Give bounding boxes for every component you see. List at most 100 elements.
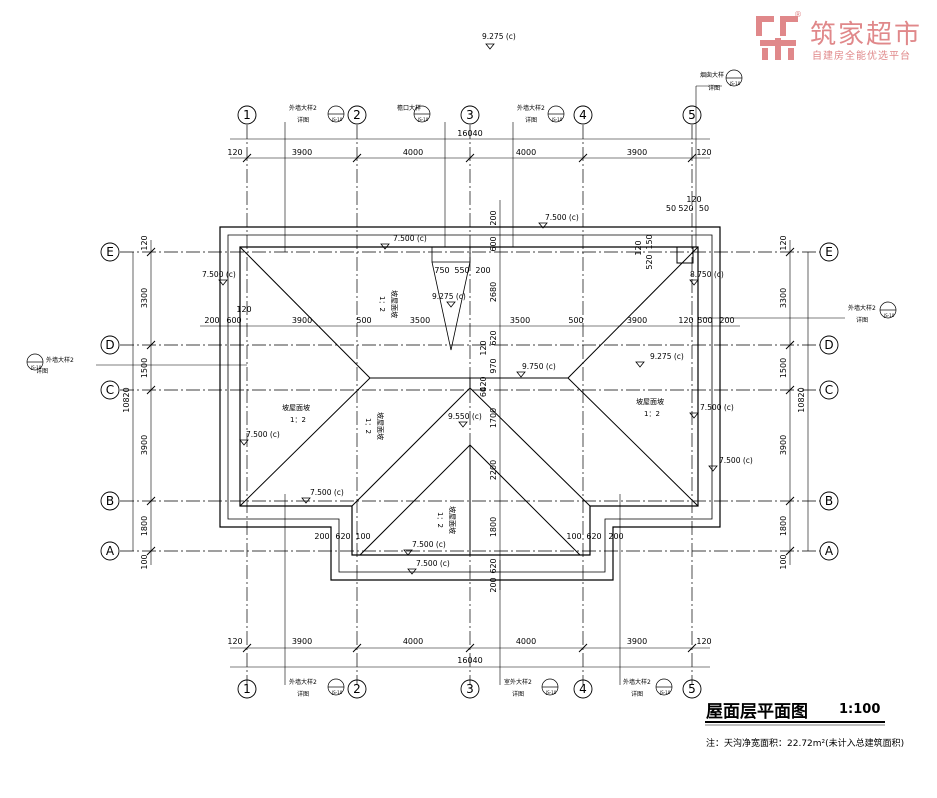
dim-misc-19: 200 bbox=[608, 532, 623, 541]
dim-left-total: 10820 bbox=[122, 387, 131, 412]
dim-center-9: 200 bbox=[489, 577, 498, 592]
callout-5-sheet: JS-10 bbox=[883, 313, 895, 318]
dim-center-4: 970 bbox=[489, 358, 498, 373]
dim-center-1: 600 bbox=[489, 236, 498, 251]
drawing-scale: 1:100 bbox=[839, 702, 881, 717]
axis-row-d-left: D bbox=[105, 338, 114, 352]
drawing-lines bbox=[26, 43, 897, 726]
callout-2: 檐口大样 bbox=[397, 104, 421, 112]
callout-9-sheet: JS-10 bbox=[659, 690, 671, 695]
dim-misc-5: 520 bbox=[678, 204, 693, 213]
axis-col-2-bottom: 2 bbox=[353, 682, 361, 696]
dim-misc-14: 200 bbox=[314, 532, 329, 541]
axis-row-a-right: A bbox=[825, 544, 834, 558]
slope-labels: 坡屋面坡 1：2 坡屋面坡 1：2 坡屋面坡 1：2 坡屋面坡 1：2 坡屋面坡… bbox=[282, 290, 664, 534]
dim-misc-2: 550 bbox=[454, 266, 469, 275]
elev-8: 9.550 (c) bbox=[448, 412, 482, 421]
dim-misc-4: 120 bbox=[686, 195, 701, 204]
dim-misc-1: 750 bbox=[434, 266, 449, 275]
dim-misc-16: 100 bbox=[355, 532, 370, 541]
axis-col-1-top: 1 bbox=[243, 108, 251, 122]
dim-left-4: 1800 bbox=[140, 516, 149, 536]
dim-mid-7: 3900 bbox=[627, 316, 647, 325]
callout-6: 外墙大样2 bbox=[46, 356, 74, 364]
axis-row-d-right: D bbox=[824, 338, 833, 352]
axis-col-4-top: 4 bbox=[579, 108, 587, 122]
brand-mark-icon bbox=[756, 16, 798, 60]
dim-misc-11: 60 bbox=[479, 387, 488, 397]
axis-col-1-bottom: 1 bbox=[243, 682, 251, 696]
slope-left: 坡屋面坡 bbox=[282, 403, 310, 412]
elev-2: 7.500 (c) bbox=[545, 213, 579, 222]
elev-6: 9.750 (c) bbox=[522, 362, 556, 371]
dim-mid-5: 3500 bbox=[510, 316, 530, 325]
axis-row-c-right: C bbox=[825, 383, 833, 397]
callout-3: 外墙大样2 bbox=[517, 104, 545, 112]
dormer-valley bbox=[431, 261, 471, 351]
dim-mid-4: 3500 bbox=[410, 316, 430, 325]
dim-right-1: 3300 bbox=[779, 288, 788, 308]
dim-top-span-1: 3900 bbox=[292, 148, 312, 157]
elev-7: 9.275 (c) bbox=[650, 352, 684, 361]
callout-6-ref: 详图 bbox=[36, 367, 48, 375]
slope-bottom-ratio: 1：2 bbox=[436, 512, 444, 528]
inner-gutter-outline bbox=[227, 234, 713, 573]
axis-row-b-left: B bbox=[106, 494, 114, 508]
axis-col-3-top: 3 bbox=[466, 108, 474, 122]
drawing-title: 屋面层平面图 bbox=[706, 702, 808, 722]
dim-center-5: 1700 bbox=[489, 408, 498, 428]
brand-name: 筑家超市 bbox=[810, 20, 923, 50]
dim-misc-3: 200 bbox=[475, 266, 490, 275]
axis-bubbles bbox=[100, 105, 839, 699]
callout-4-sheet: JS-10 bbox=[729, 81, 741, 86]
callout-bubbles bbox=[26, 69, 897, 696]
dim-bottom-span-5: 120 bbox=[696, 637, 711, 646]
elev-9: 7.500 (c) bbox=[700, 403, 734, 412]
callout-9-ref: 详图 bbox=[631, 690, 643, 698]
dim-misc-12: 420 bbox=[479, 376, 488, 391]
axis-row-c-left: C bbox=[106, 383, 114, 397]
dim-left-2: 1500 bbox=[140, 358, 149, 378]
callout-7: 外墙大样2 bbox=[289, 678, 317, 686]
elevation-triangles bbox=[218, 43, 718, 575]
dim-bottom-total: 16040 bbox=[457, 656, 482, 665]
dim-misc-18: 620 bbox=[586, 532, 601, 541]
axis-col-3-bottom: 3 bbox=[466, 682, 474, 696]
dim-misc-7: 50 bbox=[666, 204, 676, 213]
axis-grid-lines bbox=[120, 125, 820, 685]
callout-8: 室外大样2 bbox=[504, 678, 532, 686]
dim-center-0: 200 bbox=[489, 210, 498, 225]
axis-row-e-right: E bbox=[825, 245, 833, 259]
dim-misc-15: 620 bbox=[335, 532, 350, 541]
brand-registered-mark: ® bbox=[794, 10, 802, 19]
callout-9: 外墙大样2 bbox=[623, 678, 651, 686]
dim-right-3: 3900 bbox=[779, 435, 788, 455]
dim-mid-6: 500 bbox=[568, 316, 583, 325]
callout-1: 外墙大样2 bbox=[289, 104, 317, 112]
roof-eave-outline bbox=[239, 246, 699, 556]
elev-top: 9.275 (c) bbox=[482, 32, 516, 41]
callout-5-ref: 详图 bbox=[856, 316, 868, 324]
dim-left-0: 120 bbox=[140, 235, 149, 250]
dim-bottom-span-3: 4000 bbox=[516, 637, 536, 646]
callout-1-sheet: JS-10 bbox=[331, 117, 343, 122]
dim-left-3: 3900 bbox=[140, 435, 149, 455]
dim-misc-6: 150 bbox=[645, 234, 654, 249]
dim-center-6: 2200 bbox=[489, 460, 498, 480]
dim-top-span-0: 120 bbox=[227, 148, 242, 157]
dim-misc-0: 120 bbox=[236, 305, 251, 314]
elev-1: 7.500 (c) bbox=[393, 234, 427, 243]
elev-12: 7.500 (c) bbox=[310, 488, 344, 497]
callout-7-ref: 详图 bbox=[297, 690, 309, 698]
outer-gutter-outline bbox=[219, 226, 721, 581]
dim-misc-13: 120 bbox=[479, 340, 488, 355]
dim-right-4: 1800 bbox=[779, 516, 788, 536]
elev-14: 7.500 (c) bbox=[416, 559, 450, 568]
callout-7-sheet: JS-10 bbox=[331, 690, 343, 695]
dormer-outline bbox=[431, 247, 471, 263]
axis-col-2-top: 2 bbox=[353, 108, 361, 122]
dim-mid-8: 120 bbox=[678, 316, 693, 325]
dim-center-3: 620 bbox=[489, 330, 498, 345]
dim-right-0: 120 bbox=[779, 235, 788, 250]
dimension-labels: 16040 120 3900 4000 4000 3900 120 120 39… bbox=[122, 129, 806, 665]
